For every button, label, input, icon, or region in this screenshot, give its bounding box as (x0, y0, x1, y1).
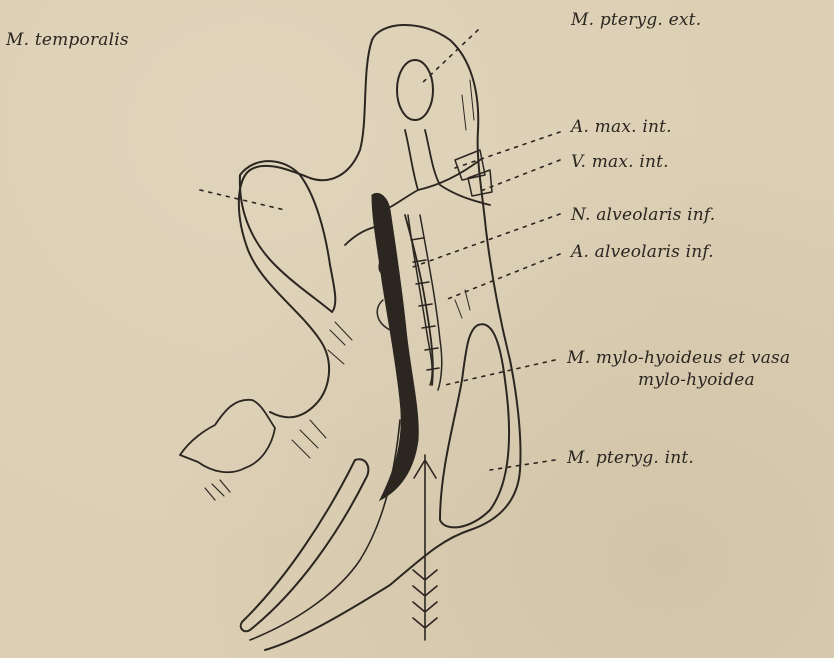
lower-hatched-strip (241, 459, 369, 631)
label-a-max-int: A. max. int. (571, 117, 672, 137)
pteryg-ext-muscle (397, 60, 433, 120)
bone-fragment (180, 400, 275, 472)
maxillary-vessels (345, 130, 490, 385)
label-pteryg-ext: M. pteryg. ext. (571, 10, 701, 30)
mylohyoid-nerve (413, 455, 437, 640)
label-mylo-line2: mylo-hyoidea (638, 370, 755, 390)
mandible-anterior-border (239, 40, 372, 417)
label-mylo-line1: M. mylo-hyoideus et vasa (567, 348, 790, 368)
label-v-max-int: V. max. int. (571, 152, 669, 172)
leader-a-max-int (455, 132, 560, 168)
label-a-alveolaris-inf: A. alveolaris inf. (571, 242, 714, 262)
leader-a-alveolaris (445, 254, 560, 300)
label-pteryg-int: M. pteryg. int. (567, 448, 694, 468)
label-temporalis: M. temporalis (6, 30, 129, 50)
label-n-alveolaris-inf: N. alveolaris inf. (571, 205, 715, 225)
pteryg-int-muscle (440, 324, 509, 527)
mandible-inner-line (250, 420, 400, 640)
leader-pteryg-int (490, 460, 555, 470)
temporalis-muscle (240, 161, 335, 312)
